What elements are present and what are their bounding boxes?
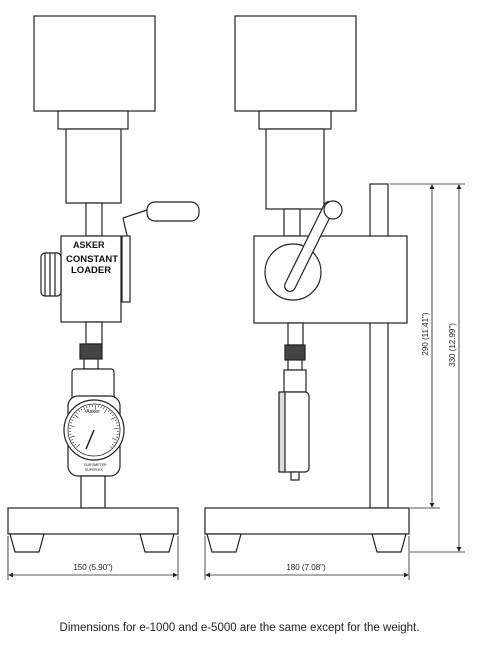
gauge-brand: Asker: [86, 409, 100, 415]
gauge-tick: [72, 441, 75, 444]
side-upper-column: [265, 128, 325, 210]
gauge-tick: [104, 408, 108, 414]
gauge-tick: [110, 446, 112, 448]
gauge-tick: [69, 425, 75, 427]
front-weight-block: [33, 15, 156, 112]
side-collar: [258, 110, 332, 130]
front-width-label: 150 (5.90"): [73, 563, 113, 572]
height-dimensions: [390, 183, 465, 553]
crank-arm: [284, 200, 343, 292]
loader-label: ASKER CONSTANT LOADER: [66, 240, 118, 276]
gauge-tick: [80, 408, 83, 411]
gauge-tick: [115, 436, 118, 438]
gauge-small-line1: DUROMETER: [84, 463, 107, 467]
gauge-tick: [111, 443, 114, 446]
front-upper-column: [65, 128, 122, 204]
constant-loader-box: [60, 235, 122, 323]
side-foot-left: [206, 533, 242, 553]
front-view: [7, 15, 200, 553]
adjust-knob: [40, 252, 62, 297]
dimension-drawing: ASKER CONSTANT LOADER Asker DUROMETER SU…: [7, 15, 465, 580]
front-collar: [57, 110, 129, 130]
front-stand-post: [80, 475, 106, 509]
gauge-tick: [74, 443, 77, 446]
front-base: [7, 507, 179, 535]
gauge-tick: [70, 435, 75, 438]
side-width-label: 180 (7.08"): [286, 563, 326, 572]
front-lower-rod: [85, 321, 103, 345]
crank-handle: [121, 201, 200, 303]
gauge-tick: [78, 410, 81, 413]
caption: Dimensions for e-1000 and e-5000 are the…: [59, 622, 420, 634]
gauge-tick: [71, 419, 74, 421]
gauge-tick: [110, 416, 116, 420]
gauge-small-line2: SUPER EX: [85, 468, 103, 472]
height-outer-label: 330 (12.99"): [448, 323, 457, 367]
gauge-tick: [76, 412, 78, 414]
gauge-tick: [83, 407, 87, 412]
gauge-tick: [72, 416, 75, 419]
side-knurled-coupling: [284, 344, 306, 361]
gauge-needle: [85, 429, 95, 450]
side-base: [204, 507, 410, 535]
side-width-dimension: [204, 536, 410, 580]
gauge-tick: [107, 410, 110, 413]
gauge-tick: [100, 406, 102, 409]
front-foot-left: [9, 533, 45, 553]
gauge-tick: [76, 443, 81, 448]
side-weight-block: [234, 15, 357, 112]
side-gauge-mount: [283, 369, 307, 393]
front-width-dimension: [7, 536, 179, 580]
gauge-tick: [112, 437, 117, 441]
gauge-tick: [103, 407, 105, 410]
side-stand-column: [369, 183, 389, 509]
brand-logo: ASKER: [73, 240, 105, 250]
gauge-tick: [115, 422, 118, 424]
loader-label-line1: CONSTANT: [66, 254, 118, 265]
gauge-tick: [110, 412, 112, 414]
gauge-tick: [70, 422, 73, 424]
front-foot-right: [139, 533, 175, 553]
side-foot-right: [371, 533, 407, 553]
gauge-tick: [86, 406, 88, 409]
gauge-tick: [114, 419, 117, 421]
gauge-tick: [111, 414, 114, 417]
gauge-tick: [74, 414, 79, 418]
gauge-tick: [71, 439, 74, 441]
knurled-coupling: [79, 343, 103, 360]
loader-label-line2: LOADER: [71, 265, 111, 276]
side-view: [204, 15, 410, 553]
height-inner-label: 290 (11.41"): [421, 312, 430, 356]
gauge-ticks: [69, 405, 119, 448]
gauge-tick: [113, 441, 116, 444]
